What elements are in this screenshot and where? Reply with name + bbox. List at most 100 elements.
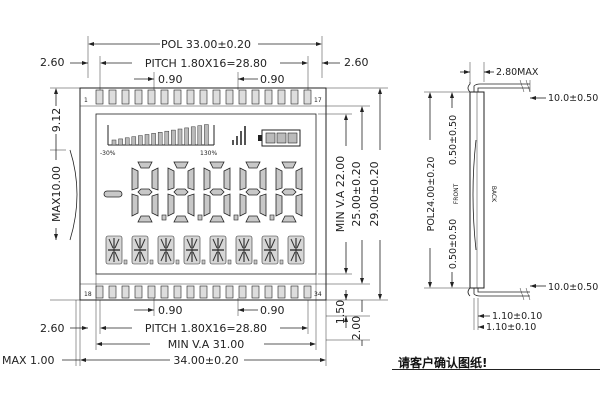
digit-segment (209, 161, 225, 169)
digit-segment (295, 167, 303, 191)
digit-segment (245, 215, 261, 223)
bottom-pin (264, 285, 273, 299)
front-view: POL 33.00±0.20 PITCH 1.80X16=28.80 0.90 … (2, 36, 388, 367)
edge-top-right-label: 2.60 (344, 56, 369, 69)
pitch-top-label: PITCH 1.80X16=28.80 (145, 57, 267, 70)
left-dimensions: 9.12 MAX10.00 (50, 87, 80, 301)
signal-icon (232, 126, 246, 145)
digit-segment (281, 161, 297, 169)
pol-height-label: 25.00±0.20 (350, 161, 363, 226)
bottom-pin (95, 285, 104, 299)
left-max-label: MAX10.00 (50, 166, 63, 222)
digit-segment (167, 167, 175, 191)
top-pin (264, 89, 273, 105)
bottom-pin-length-label: 1.50 (334, 300, 347, 325)
total-width-dimension: 34.00±0.20 (79, 300, 327, 367)
customer-confirm-note: 请客户确认图纸! (398, 356, 488, 370)
alpha-segment-diag (212, 238, 218, 249)
top-pin (173, 89, 182, 105)
bottom-pin (238, 285, 247, 299)
alpha-dot (149, 259, 154, 265)
bar-segment (177, 128, 183, 146)
side-view: 2.80MAX 10.0±0.50 10.0±0.50 POL24.00±0.2… (424, 62, 598, 333)
alpha-segment-diag (134, 251, 140, 262)
alpha-segment-diag (238, 238, 244, 249)
alpha-segment-diag (166, 238, 172, 249)
alpha-segment-diag (244, 238, 250, 249)
alpha-digit (235, 235, 258, 265)
alpha-segment-diag (218, 238, 224, 249)
digit-segment (275, 167, 283, 191)
bar-segment (204, 124, 209, 146)
alpha-segment-diag (290, 238, 296, 249)
alpha-segment-diag (290, 251, 296, 262)
digit-segment (295, 193, 303, 217)
alpha-digit (261, 235, 284, 265)
bar-segment (144, 134, 150, 146)
alpha-segment-diag (160, 251, 166, 262)
top-pin (277, 89, 286, 105)
bar-segment (131, 136, 137, 146)
alpha-dot (253, 259, 258, 265)
digit-segment (203, 193, 211, 217)
battery-icon (258, 129, 301, 147)
alpha-segment-diag (140, 238, 146, 249)
decimal-point (233, 214, 239, 221)
bar-right-label: 130% (200, 150, 217, 157)
bar-segment (124, 137, 130, 146)
top-pin (147, 89, 156, 105)
front-label: FRONT (453, 183, 460, 204)
pin-width-top-right-label: 0.90 (260, 73, 285, 86)
alpha-segment-diag (140, 251, 146, 262)
digit-segment (151, 193, 159, 217)
decimal-point (269, 214, 275, 221)
digit-segment (167, 193, 175, 217)
digit-segment (245, 161, 261, 169)
va-height-label: MIN V.A 22.00 (334, 156, 347, 233)
bottom-pin (199, 285, 208, 299)
bottom-pin (147, 285, 156, 299)
left-offset-label: 9.12 (50, 108, 63, 133)
digit-segment (239, 193, 247, 217)
digit-segment (281, 188, 297, 196)
side-offset-bottom-label: 0.50±0.50 (448, 219, 459, 269)
alpha-segment-diag (134, 238, 140, 249)
digit-segment (281, 215, 297, 223)
max-thickness-label: MAX 1.00 (2, 354, 55, 367)
digit-segment (223, 193, 231, 217)
alpha-digit (287, 235, 305, 265)
alpha-segment-diag (114, 251, 120, 262)
alpha-dot (175, 259, 180, 265)
top-pin-row (95, 89, 312, 105)
glass-outline (79, 87, 327, 301)
digit-segment (131, 193, 139, 217)
top-pin (134, 89, 143, 105)
va-width-dimension: MIN V.A 31.00 (95, 274, 317, 351)
digit-segment (275, 193, 283, 217)
bar-segment (184, 127, 189, 146)
edge-bottom-left-label: 2.60 (40, 322, 65, 335)
top-pin (251, 89, 260, 105)
bar-graph (107, 124, 215, 146)
digit-segment (131, 167, 139, 191)
pitch-top-dimension: PITCH 1.80X16=28.80 (99, 56, 309, 90)
minus-segment (103, 190, 123, 198)
digit-segment (137, 161, 153, 169)
alpha-segment-diag (108, 238, 114, 249)
bottom-pin (225, 285, 234, 299)
bottom-edge-label: 2.00 (350, 316, 363, 341)
pin-17-label: 17 (314, 97, 322, 104)
bottom-pin (251, 285, 260, 299)
side-pin-bottom-label: 10.0±0.50 (548, 282, 598, 293)
digit-segment (223, 167, 231, 191)
pin-width-top-left-label: 0.90 (158, 73, 183, 86)
digit-segment (173, 188, 189, 196)
digit-segment (187, 167, 195, 191)
top-pin (290, 89, 299, 105)
digit-segment (137, 215, 153, 223)
bar-segment (171, 129, 176, 146)
back-label: BACK (490, 186, 497, 203)
side-pol-height-label: POL24.00±0.20 (426, 157, 437, 232)
bottom-pin (277, 285, 286, 299)
